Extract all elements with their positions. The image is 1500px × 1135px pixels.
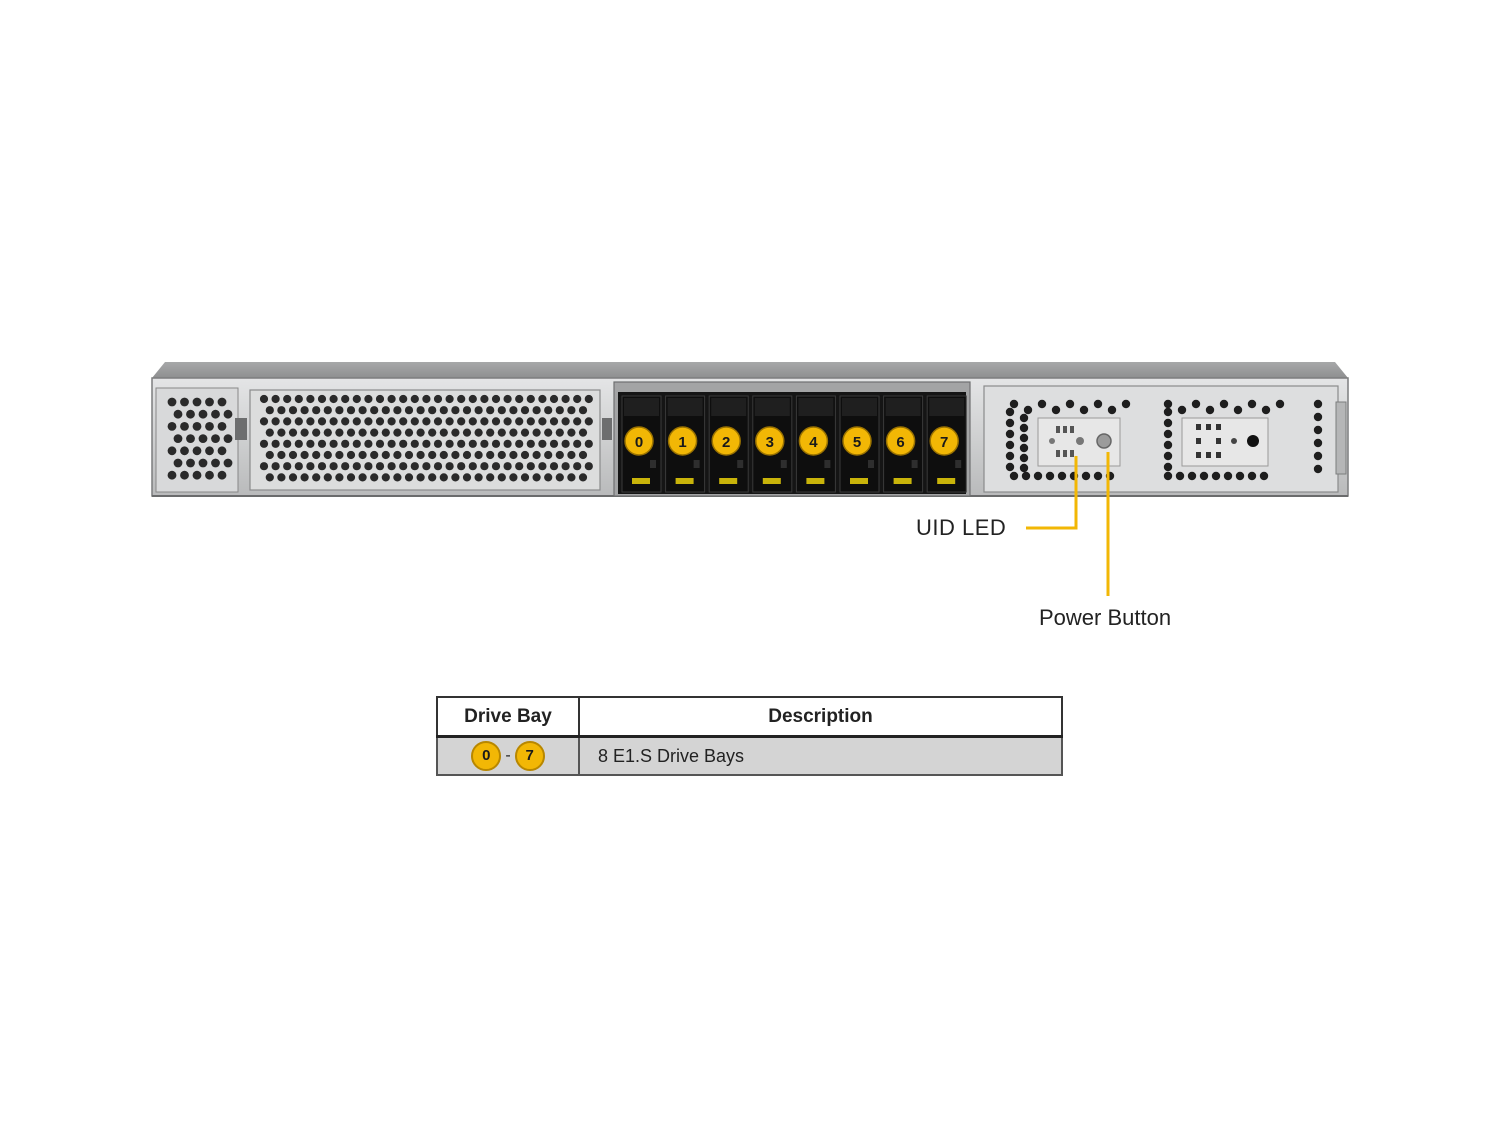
right-rack-ear [1335,401,1347,475]
drive-bay-badge [929,426,959,456]
drive-bay-legend-table: Drive Bay Description 0-7 8 E1.S Drive B… [436,696,1063,776]
drive-bays: 0 1 2 3 4 5 6 7 [621,395,967,493]
drive-bay-number: 0 [635,434,643,451]
legend-row: 0-7 8 E1.S Drive Bays [436,735,1063,776]
bay-range-cell: 0-7 [436,735,580,776]
drive-bay-badge [885,426,916,456]
drive-bay-badge [842,426,872,456]
left-handle-latch[interactable] [235,418,247,440]
power-button-label: Power Button [1039,605,1172,630]
legend-header-row: Drive Bay Description [436,696,1063,738]
drive-bay-number: 5 [853,434,861,451]
drive-bay-0[interactable]: 0 [621,395,662,493]
drive-activity-led [806,478,825,484]
drive-bay-badge [711,426,741,456]
header-description: Description [578,696,1063,738]
drive-activity-led [675,478,694,484]
center-latch[interactable] [602,418,612,440]
control-plate-leds [1049,426,1074,457]
drive-activity-led [937,478,956,484]
drive-activity-led [893,478,912,484]
drive-bay-4[interactable]: 4 [795,395,836,493]
drive-bay-7[interactable]: 7 [926,395,967,493]
drive-activity-led [719,478,738,484]
drive-bay-6[interactable]: 6 [883,395,924,493]
bay-description-cell: 8 E1.S Drive Bays [578,735,1063,776]
drive-bay-badge [667,426,698,456]
drive-activity-led [762,478,781,484]
drive-bay-number: 7 [940,434,948,451]
drive-bay-badge [755,426,785,456]
bay-end-badge: 7 [514,741,545,771]
chassis-top [152,362,1348,378]
uid-led [1076,437,1084,445]
drive-bay-number: 4 [809,434,818,451]
left-ear-vent-holes [167,397,233,480]
bay-start-badge: 0 [471,741,502,771]
drive-bay-3[interactable]: 3 [752,395,793,493]
header-drive-bay: Drive Bay [436,696,580,738]
drive-bay-number: 6 [896,434,904,451]
bay-range-separator: - [505,747,511,764]
uid-led-label: UID LED [916,515,1007,540]
drive-bay-5[interactable]: 5 [839,395,880,493]
status-plate-leds [1196,424,1259,458]
drive-bay-2[interactable]: 2 [708,395,749,493]
drive-activity-led [850,478,868,484]
uid-led-leader-line [1026,456,1078,530]
chassis-drawing: 0 1 2 3 4 5 6 7 [151,362,1349,596]
drive-bay-1[interactable]: 1 [665,395,706,493]
drive-bay-number: 1 [678,434,686,451]
right-panel-holes [1005,399,1323,481]
drive-bay-badge [798,426,829,456]
power-button[interactable] [1096,433,1112,449]
drive-activity-led [632,478,650,484]
server-front-panel: 0 1 2 3 4 5 6 7 [151,362,1349,596]
drive-bay-number: 3 [766,434,774,451]
drive-bay-number: 2 [722,434,730,451]
drive-bay-badge [624,426,654,456]
vent-holes [259,394,593,482]
